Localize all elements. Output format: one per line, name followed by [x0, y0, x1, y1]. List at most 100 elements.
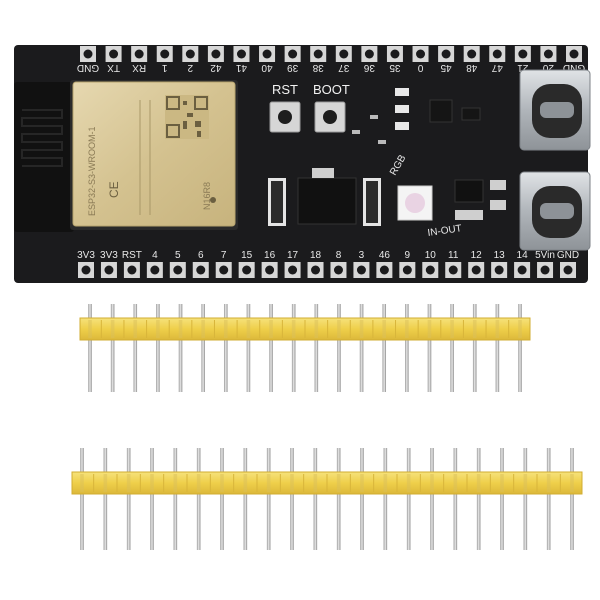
header-pin — [103, 448, 108, 550]
rst-button-label: RST — [272, 82, 298, 97]
pin-label: 9 — [405, 250, 411, 261]
header-pin — [430, 448, 434, 550]
pin-label: 8 — [336, 250, 342, 261]
pin-label: 18 — [310, 250, 322, 261]
header-pin — [291, 304, 296, 392]
pin-hole — [514, 262, 531, 278]
header-pin — [518, 304, 522, 392]
pin-hole — [412, 46, 429, 62]
pin-label: 14 — [517, 250, 529, 261]
header-pin — [220, 448, 224, 550]
pin-hole — [182, 46, 199, 62]
header-pin — [178, 304, 183, 392]
pin-label: 42 — [210, 62, 222, 73]
header-pin — [314, 304, 319, 392]
header-pin — [126, 448, 131, 550]
pin-label: 7 — [221, 250, 227, 261]
header-pin — [156, 304, 160, 392]
pin-label: 40 — [261, 62, 273, 73]
header-pin — [110, 304, 115, 392]
module-name: ESP32-S3-WROOM-1 — [87, 126, 97, 216]
pin-label: 4 — [152, 250, 158, 261]
header-pin — [472, 304, 477, 392]
pin-hole — [463, 46, 480, 62]
pin-hole — [105, 46, 122, 62]
pin-hole — [169, 262, 186, 278]
qr-code — [165, 95, 209, 139]
pin-hole — [361, 46, 378, 62]
header-pin — [173, 448, 178, 550]
usb-c-port-top[interactable] — [519, 69, 591, 151]
header-pin — [405, 304, 409, 392]
boot-button[interactable]: BOOT — [313, 82, 350, 133]
header-pin — [196, 448, 201, 550]
header-pin — [290, 448, 294, 550]
pin-hole — [422, 262, 439, 278]
pin-label: 39 — [287, 62, 299, 73]
pin-label: 16 — [264, 250, 276, 261]
header-pin — [570, 448, 574, 550]
header-pin — [80, 448, 84, 550]
smd-components — [268, 88, 506, 226]
pin-label: 35 — [389, 62, 401, 73]
pin-label: 12 — [471, 250, 483, 261]
pin-hole — [445, 262, 462, 278]
header-pin — [88, 304, 92, 392]
in-out-label: IN-OUT — [427, 223, 463, 239]
header-pin — [523, 448, 528, 550]
pin-label: RX — [132, 62, 146, 73]
pin-label: GND — [77, 62, 99, 73]
pin-label: 11 — [448, 250, 459, 261]
pin-hole — [438, 46, 455, 62]
pin-label: 13 — [494, 250, 506, 261]
pin-label: 47 — [491, 62, 503, 73]
usb-c-port-bottom[interactable] — [519, 171, 591, 251]
pin-hole — [156, 46, 173, 62]
header-pin — [150, 448, 154, 550]
pin-label: 17 — [287, 250, 299, 261]
header-pin — [427, 304, 432, 392]
pin-label: 3 — [359, 250, 365, 261]
pin-hole — [540, 46, 557, 62]
pin-hole — [514, 46, 531, 62]
pin-hole — [80, 46, 96, 62]
pin-label: 41 — [235, 62, 247, 73]
pin-label: GND — [563, 62, 585, 73]
top-pin-holes — [80, 46, 582, 62]
pin-label: 21 — [517, 62, 529, 73]
pin-hole — [131, 46, 148, 62]
pin-label: 46 — [379, 250, 391, 261]
header-pin — [246, 304, 251, 392]
header-pin — [133, 304, 138, 392]
pin-hole — [78, 262, 94, 278]
pin-hole — [238, 262, 255, 278]
pin-label: RST — [122, 250, 142, 261]
pin-hole — [335, 46, 352, 62]
pin-hole — [330, 262, 347, 278]
header-pin — [406, 448, 411, 550]
pin-hole — [233, 46, 250, 62]
header-pin — [476, 448, 481, 550]
pin-label: GND — [557, 250, 579, 261]
pin-hole — [192, 262, 209, 278]
pin-hole — [259, 46, 276, 62]
pin-label: 5Vin — [535, 250, 555, 261]
bottom-pin-holes — [78, 262, 576, 278]
header-strip-top — [79, 304, 531, 392]
pin-label: TX — [107, 62, 120, 73]
pin-hole — [386, 46, 403, 62]
header-pin — [359, 304, 364, 392]
pin-hole — [307, 262, 324, 278]
header-pin — [546, 448, 551, 550]
header-pin — [495, 304, 500, 392]
pin-hole — [560, 262, 576, 278]
header-pin — [337, 304, 341, 392]
header-pin — [243, 448, 248, 550]
pin-label: 45 — [440, 62, 452, 73]
header-pin — [500, 448, 504, 550]
pin-hole — [123, 262, 140, 278]
rst-button[interactable]: RST — [269, 82, 301, 133]
pin-label: 48 — [466, 62, 478, 73]
pin-hole — [261, 262, 278, 278]
